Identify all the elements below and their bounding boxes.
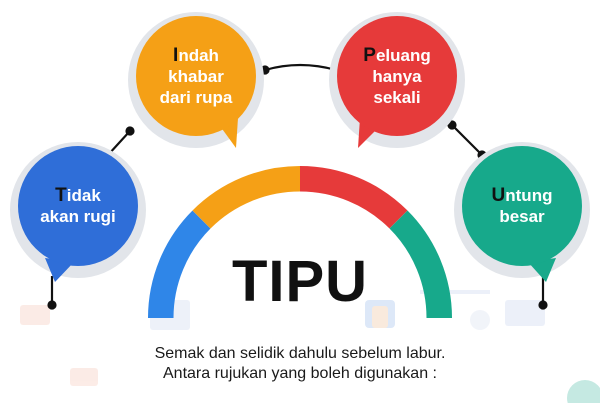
bubble-first-letter: I	[173, 44, 179, 66]
bubble-tidak-akan-rugi: Tidak akan rugi	[23, 166, 133, 246]
caption-line2: Antara rujukan yang boleh digunakan :	[163, 365, 437, 382]
bubble-indah-khabar-shape	[128, 12, 264, 148]
bubble-indah-khabar-dari-rupa: Indah khabar dari rupa	[141, 34, 251, 118]
bubble-untung-besar: Untung besar	[467, 166, 577, 246]
background-decoration	[20, 290, 600, 403]
gauge-segment-orange	[192, 165, 300, 229]
bubble-line1: idak	[66, 186, 101, 205]
bubble-untung-besar-shape	[454, 142, 590, 282]
bubble-first-letter: U	[491, 185, 506, 206]
bubble-peluang-shape	[329, 12, 465, 148]
gauge-arc	[148, 165, 452, 318]
bubble-line3: sekali	[373, 87, 421, 107]
bubble-line1: eluang	[375, 45, 431, 65]
bubble-first-letter: P	[363, 44, 376, 66]
bubble-tidak-akan-rugi-shape	[10, 142, 146, 282]
caption-line1: Semak dan selidik dahulu sebelum labur.	[154, 345, 446, 362]
bubble-first-letter: T	[55, 185, 67, 206]
bubble-line1: ntung	[505, 186, 553, 205]
bubble-peluang-hanya-sekali: Peluang hanya sekali	[342, 34, 452, 118]
gauge-segment-blue	[148, 210, 211, 318]
bubble-line1: ndah	[178, 45, 219, 65]
bubble-line2: khabar	[168, 66, 224, 86]
gauge-segment-green	[389, 210, 452, 318]
gauge-segment-red	[300, 165, 408, 229]
bubble-line3: dari rupa	[159, 87, 233, 107]
bubble-line2: besar	[499, 207, 545, 226]
caption: Semak dan selidik dahulu sebelum labur. …	[60, 344, 540, 384]
diagram-title: TIPU	[231, 249, 369, 314]
bubble-line2: hanya	[372, 66, 422, 86]
bubble-line2: akan rugi	[40, 207, 116, 226]
